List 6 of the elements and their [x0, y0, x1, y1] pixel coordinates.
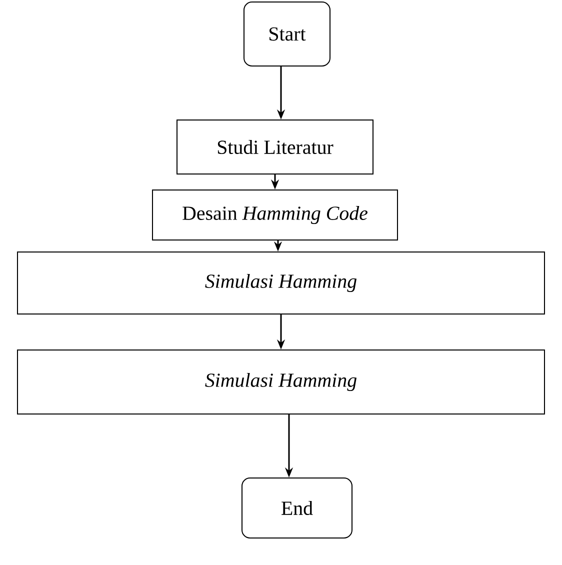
- process-box: Desain Hamming Code: [152, 190, 398, 240]
- process-box: Studi Literatur: [176, 120, 374, 174]
- terminal-box: End: [242, 478, 352, 538]
- terminal-box: Start: [244, 2, 330, 66]
- process-box: Simulasi Hamming: [17, 350, 545, 414]
- process-box: Simulasi Hamming: [17, 252, 545, 314]
